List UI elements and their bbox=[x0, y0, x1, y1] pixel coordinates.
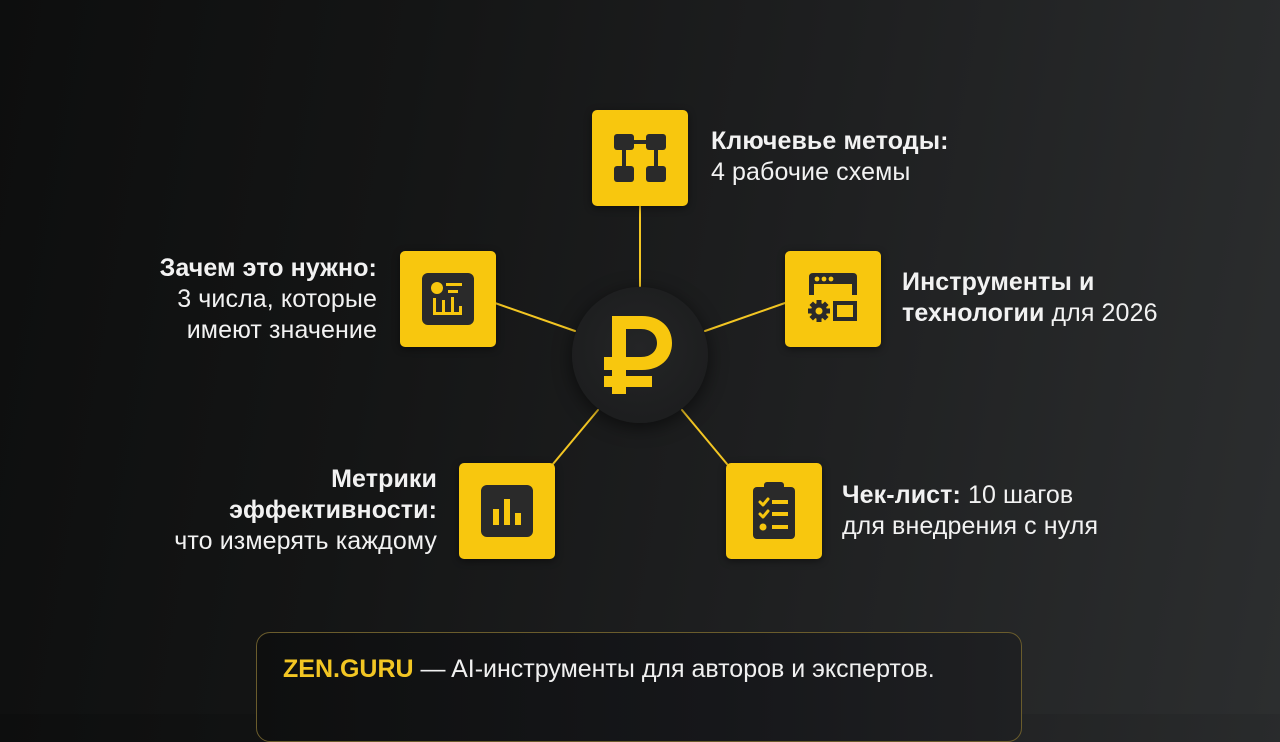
checklist-title: Чек-лист: bbox=[842, 481, 961, 509]
brand-name[interactable]: ZEN.GURU bbox=[283, 655, 414, 683]
key-methods-label: Ключевье методы: 4 рабочие схемы bbox=[711, 126, 949, 188]
checklist-subtitle-2: для внедрения с нуля bbox=[842, 512, 1099, 540]
tools-tech-title-2: технологии bbox=[902, 299, 1045, 327]
key-methods-subtitle: 4 рабочие схемы bbox=[711, 158, 911, 186]
tools-tech-title-1: Инструменты и bbox=[902, 268, 1095, 296]
key-methods-title: Ключевье методы: bbox=[711, 127, 949, 155]
center-hub bbox=[572, 287, 708, 423]
checklist-subtitle-1: 10 шагов bbox=[960, 481, 1074, 509]
why-needed-subtitle-1: 3 числа, которые bbox=[177, 285, 377, 313]
dashboard-icon bbox=[422, 273, 474, 325]
metrics-tile[interactable] bbox=[459, 463, 555, 559]
connector-upper-right bbox=[704, 302, 786, 332]
key-methods-tile[interactable] bbox=[592, 110, 688, 206]
metrics-subtitle: что измерять каждому bbox=[174, 527, 437, 555]
why-needed-tile[interactable] bbox=[400, 251, 496, 347]
clipboard-checklist-icon bbox=[753, 482, 795, 539]
checklist-label: Чек-лист: 10 шагов для внедрения с нуля bbox=[842, 480, 1098, 542]
tools-tech-tile[interactable] bbox=[785, 251, 881, 347]
checklist-tile[interactable] bbox=[726, 463, 822, 559]
tools-tech-subtitle: для 2026 bbox=[1044, 299, 1158, 327]
footer-text: ZEN.GURU — AI-инструменты для авторов и … bbox=[283, 653, 935, 685]
why-needed-title: Зачем это нужно: bbox=[159, 254, 377, 282]
bar-chart-icon bbox=[481, 485, 533, 537]
metrics-label: Метрики эффективности: что измерять кажд… bbox=[174, 464, 437, 557]
tools-tech-label: Инструменты и технологии для 2026 bbox=[902, 267, 1158, 329]
footer-banner: ZEN.GURU — AI-инструменты для авторов и … bbox=[256, 632, 1022, 742]
connector-lower-left bbox=[552, 409, 599, 465]
connector-lower-right bbox=[681, 409, 728, 465]
metrics-title-2: эффективности: bbox=[229, 496, 437, 524]
why-needed-subtitle-2: имеют значение bbox=[186, 316, 377, 344]
flowchart-icon bbox=[614, 134, 666, 182]
connector-upper-left bbox=[494, 302, 576, 332]
footer-tagline: — AI-инструменты для авторов и экспертов… bbox=[413, 655, 935, 683]
app-settings-icon bbox=[808, 273, 857, 322]
connector-lines bbox=[494, 205, 786, 465]
why-needed-label: Зачем это нужно: 3 числа, которые имеют … bbox=[160, 253, 377, 346]
ruble-icon bbox=[604, 316, 672, 394]
metrics-title-1: Метрики bbox=[331, 465, 437, 493]
